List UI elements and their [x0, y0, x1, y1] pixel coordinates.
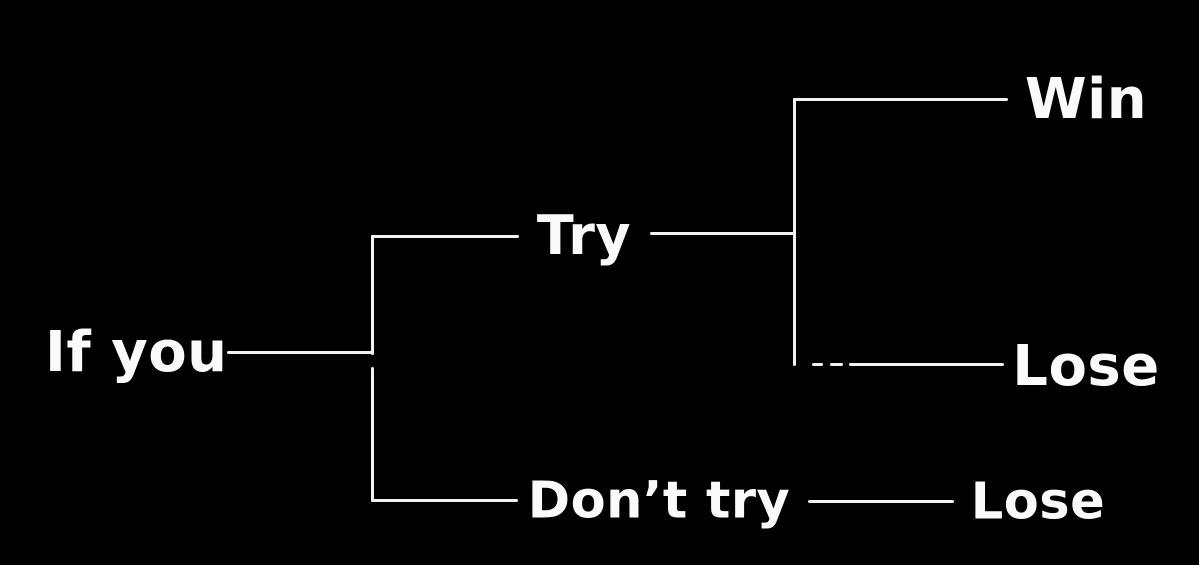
trunk-branch1-upper-line [371, 235, 374, 355]
edge-trunk2-to-lose-dash [830, 363, 843, 366]
node-win: Win [1024, 67, 1148, 132]
edge-try-to-trunk2-line [650, 232, 796, 235]
edge-trunk2-to-lose-line [849, 363, 1004, 366]
node-lose-after-dont-try: Lose [970, 472, 1106, 532]
edge-root-to-trunk-line [227, 351, 374, 354]
edge-trunk2-to-win-line [793, 98, 1008, 101]
trunk-branch1-lower-line [371, 367, 374, 502]
edge-dont-try-to-lose-line [808, 500, 954, 503]
node-lose-after-try: Lose [1012, 334, 1160, 399]
edge-trunk-to-try-line [371, 235, 519, 238]
node-try: Try [536, 204, 632, 267]
edge-trunk-to-dont-try-line [371, 499, 518, 502]
node-if-you: If you [45, 320, 228, 385]
edge-trunk2-to-lose-dash [812, 363, 823, 366]
node-dont-try: Don’t try [527, 471, 791, 531]
trunk-branch2-line [793, 98, 796, 366]
